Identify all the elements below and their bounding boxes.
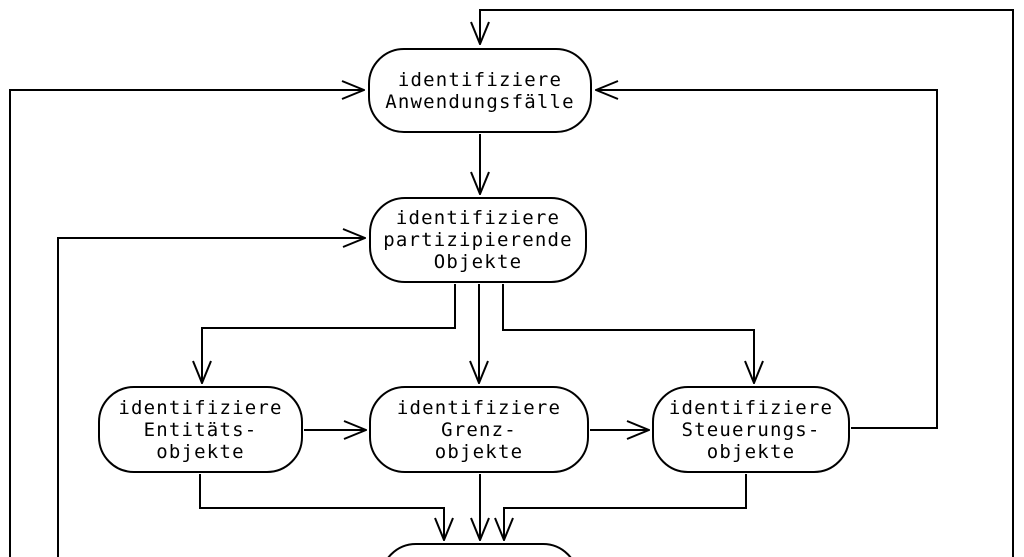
edge-participating-to-control-objects: [502, 284, 754, 383]
node-text-line: Grenz-: [441, 418, 517, 441]
node-identify-use-cases: identifiziere Anwendungsfälle: [368, 48, 592, 133]
node-text-line: Steuerungs-: [681, 418, 821, 441]
node-bottom-cut-off: [380, 543, 579, 557]
node-text-line: Anwendungsfälle: [385, 90, 575, 113]
edge-top-right-loop-to-use-cases: [480, 9, 1014, 557]
node-identify-entity-objects: identifiziere Entitäts- objekte: [98, 386, 303, 473]
edge-left-outer-loop-to-use-cases: [9, 90, 364, 557]
edge-control-objects-to-bottom-node: [504, 474, 747, 540]
edge-entity-objects-to-bottom-node: [199, 474, 444, 540]
node-identify-participating-objects: identifiziere partizipierende Objekte: [369, 197, 587, 283]
node-identify-boundary-objects: identifiziere Grenz- objekte: [369, 386, 589, 473]
node-text-line: identifiziere: [668, 396, 834, 419]
edge-control-objects-to-use-cases: [596, 90, 938, 429]
node-text-line: partizipierende: [383, 229, 573, 251]
node-text-line: objekte: [434, 440, 524, 463]
edge-left-loop-to-participating-objects: [57, 238, 365, 557]
node-text-line: Entitäts-: [143, 418, 258, 441]
node-text-line: identifiziere: [396, 396, 562, 419]
node-text-line: objekte: [706, 440, 796, 463]
edge-participating-to-entity-objects: [202, 284, 456, 383]
node-text-line: identifiziere: [397, 68, 563, 91]
node-text-line: identifiziere: [395, 207, 561, 229]
node-identify-control-objects: identifiziere Steuerungs- objekte: [652, 386, 850, 473]
node-text-line: identifiziere: [118, 396, 283, 419]
node-text-line: objekte: [156, 440, 245, 463]
node-text-line: Objekte: [433, 251, 523, 273]
